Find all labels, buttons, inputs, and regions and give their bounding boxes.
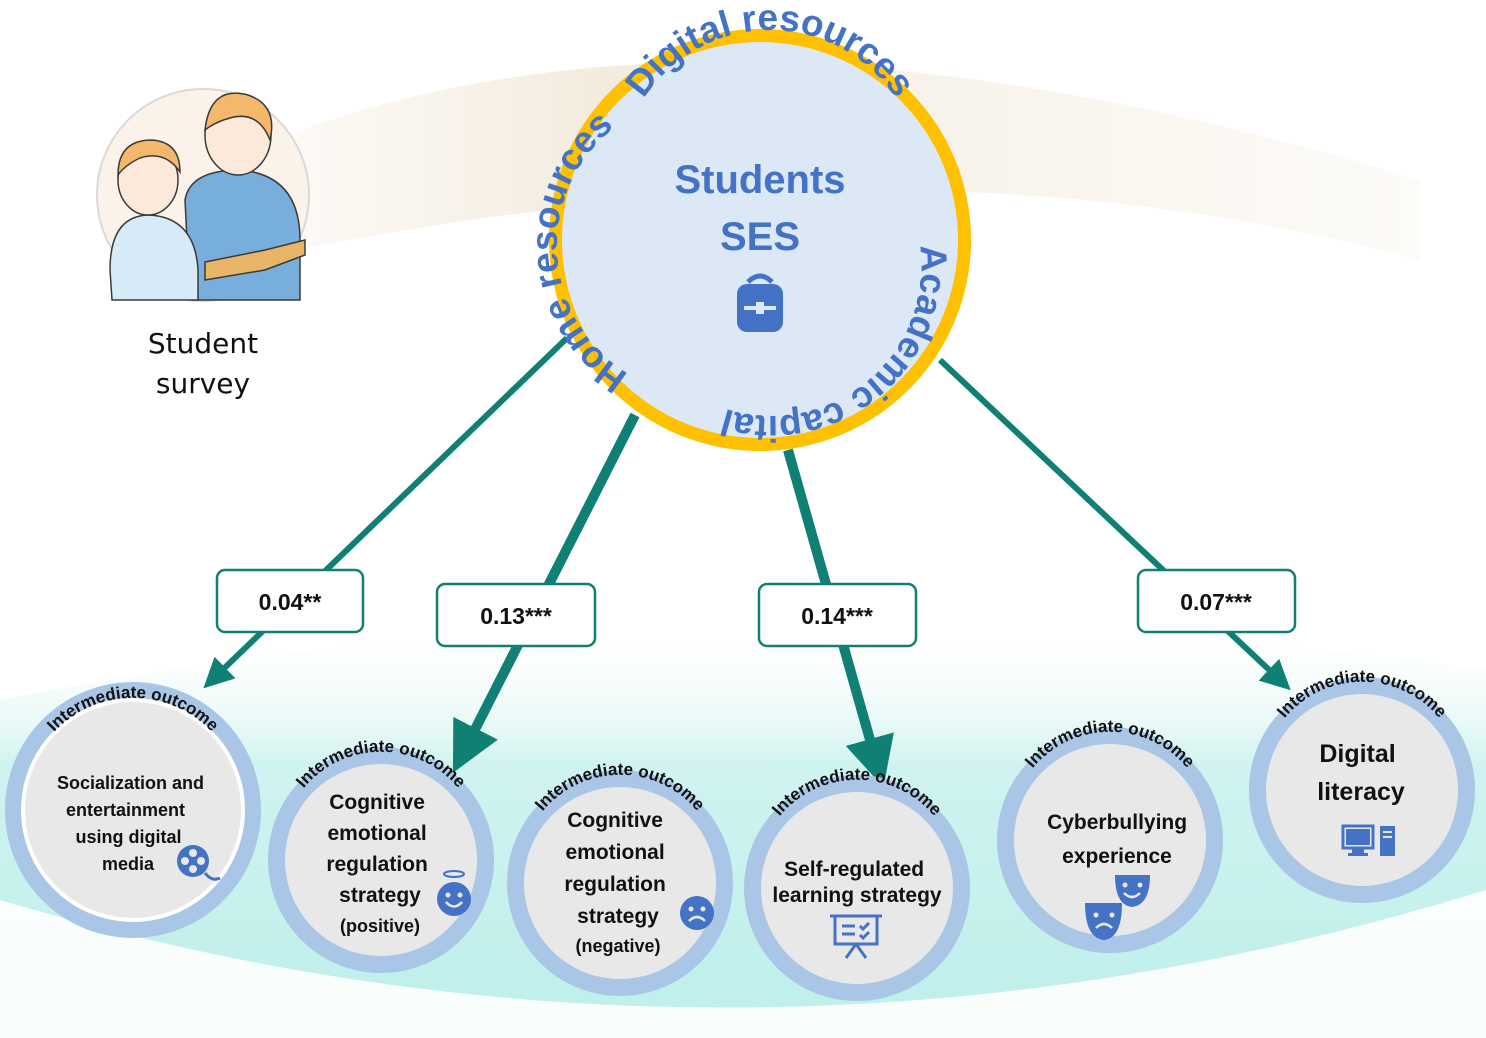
computer-icon xyxy=(1341,824,1395,856)
outcome-line: using digital xyxy=(75,827,181,847)
students-reading-illustration xyxy=(96,88,310,302)
coefficient-label-3: 0.14*** xyxy=(757,582,918,648)
film-reel-icon xyxy=(177,845,221,881)
outcome-line: literacy xyxy=(1317,778,1405,806)
outcome-line: strategy xyxy=(577,905,659,928)
outcomes: Intermediate outcome Socialization and e… xyxy=(5,667,1475,1001)
outcome-line: emotional xyxy=(565,841,664,864)
outcome-line: strategy xyxy=(339,884,421,907)
outcome-line: media xyxy=(102,854,155,874)
sad-face-icon xyxy=(680,896,714,930)
coefficient-value-1: 0.04** xyxy=(259,589,322,615)
svg-text:Digital literacy: Digital literacy xyxy=(1317,740,1405,806)
presentation-board-icon xyxy=(830,914,882,959)
svg-text:Cognitive emotional: Cognitive emotional regulation strategy xyxy=(326,791,433,907)
coefficient-label-4: 0.07*** xyxy=(1136,568,1297,634)
svg-text:Cyberbullying experien: Cyberbullying experience xyxy=(1047,811,1193,868)
coefficient-value-4: 0.07*** xyxy=(1180,589,1252,615)
smiley-face-icon xyxy=(437,870,471,916)
outcome-socialization: Intermediate outcome Socialization and e… xyxy=(5,682,261,938)
coefficient-label-1: 0.04** xyxy=(215,568,365,634)
outcome-line: Self-regulated xyxy=(784,858,924,881)
outcome-cognitive-negative: Intermediate outcome Cognitive emotional… xyxy=(507,760,733,996)
coefficient-labels: 0.04** 0.13*** 0.14*** 0.07*** xyxy=(215,568,1297,648)
outcome-line: entertainment xyxy=(66,800,185,820)
outcome-line: emotional xyxy=(327,822,426,845)
outcome-line: Cognitive xyxy=(567,809,663,832)
backpack-icon xyxy=(737,273,783,332)
outcome-line: learning strategy xyxy=(772,884,942,907)
svg-text:Cognitive emotional: Cognitive emotional regulation strategy xyxy=(564,809,671,928)
ses-inner-circle xyxy=(562,42,958,438)
svg-text:Socialization and ente: Socialization and entertainment using di… xyxy=(57,773,209,874)
outcome-cyberbullying: Intermediate outcome Cyberbullying exper… xyxy=(997,717,1223,953)
outcome-digital-literacy: Intermediate outcome Digital literacy xyxy=(1249,667,1475,903)
student-survey: Student survey xyxy=(96,88,310,400)
outcome-line: Socialization and xyxy=(57,773,204,793)
survey-label-line1: Student xyxy=(148,327,258,360)
coefficient-value-3: 0.14*** xyxy=(801,603,873,629)
outcome-cognitive-positive: Intermediate outcome Cognitive emotional… xyxy=(268,737,494,973)
ses-title-line2: SES xyxy=(720,215,800,259)
ses-title-line1: Students xyxy=(674,158,845,202)
outcome-line: Cognitive xyxy=(329,791,425,814)
outcome-line: Cyberbullying xyxy=(1047,811,1187,834)
outcome-line: regulation xyxy=(564,873,666,896)
survey-label-line2: survey xyxy=(156,367,250,400)
coefficient-label-2: 0.13*** xyxy=(435,582,597,648)
outcome-line: (negative) xyxy=(575,936,660,956)
students-ses-node: Digital resources Home resources Academi… xyxy=(524,0,971,451)
outcome-line: experience xyxy=(1062,845,1172,868)
outcome-line: Digital xyxy=(1319,740,1395,768)
coefficient-value-2: 0.13*** xyxy=(480,603,552,629)
theater-masks-icon xyxy=(1085,875,1150,940)
outcome-self-regulated: Intermediate outcome Self-regulated lear… xyxy=(744,765,970,1001)
outcome-line: (positive) xyxy=(340,916,420,936)
outcome-line: regulation xyxy=(326,853,428,876)
svg-text:Self-regulated learnin: Self-regulated learning strategy xyxy=(772,858,942,907)
